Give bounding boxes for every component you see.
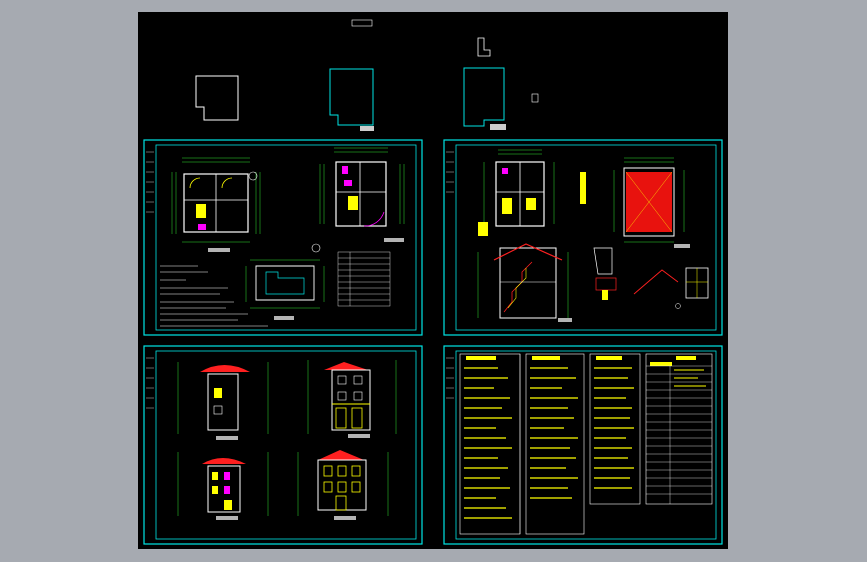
- elevation-side-right: [177, 452, 269, 520]
- sheet-floor-plans[interactable]: [143, 139, 423, 336]
- elevation-front: [307, 360, 397, 438]
- sheet1-title-strip: [146, 151, 154, 213]
- legend-table: [337, 251, 391, 307]
- massing-tag-3: [490, 124, 506, 130]
- sheet4-title-strip: [446, 357, 454, 399]
- plan-upper-floor: [319, 147, 405, 242]
- schedule-column-2: [525, 353, 585, 535]
- sheet2-title-strip: [446, 151, 454, 193]
- small-key-mark: [531, 93, 539, 103]
- massing-outline-3: [463, 67, 505, 127]
- massing-tag-2: [360, 126, 374, 131]
- schedule-column-1: [459, 353, 521, 535]
- sheet3-title-strip: [146, 357, 154, 409]
- sheet-elevations[interactable]: [143, 345, 423, 545]
- plan-third-floor: [478, 149, 555, 236]
- schedule-column-3: [589, 353, 641, 505]
- cad-drawing-canvas[interactable]: [138, 12, 728, 549]
- massing-outline-2: [329, 68, 374, 126]
- schedule-column-4: [645, 353, 713, 505]
- sheet-schedules[interactable]: [443, 345, 723, 545]
- plan-site-layout: [245, 243, 325, 320]
- construction-details: [593, 247, 709, 309]
- sheet-roof-and-details[interactable]: [443, 139, 723, 336]
- section-stair: [477, 243, 572, 322]
- site-title-tag: [351, 19, 373, 27]
- design-notes-text: [160, 265, 268, 327]
- elevation-rear: [297, 450, 389, 520]
- massing-outline-1: [195, 75, 239, 121]
- plan-ground-floor: [171, 157, 261, 252]
- site-plan-area: [195, 19, 539, 131]
- north-marker: [477, 37, 491, 57]
- roof-plan: [580, 157, 690, 248]
- elevation-side-left: [177, 362, 269, 440]
